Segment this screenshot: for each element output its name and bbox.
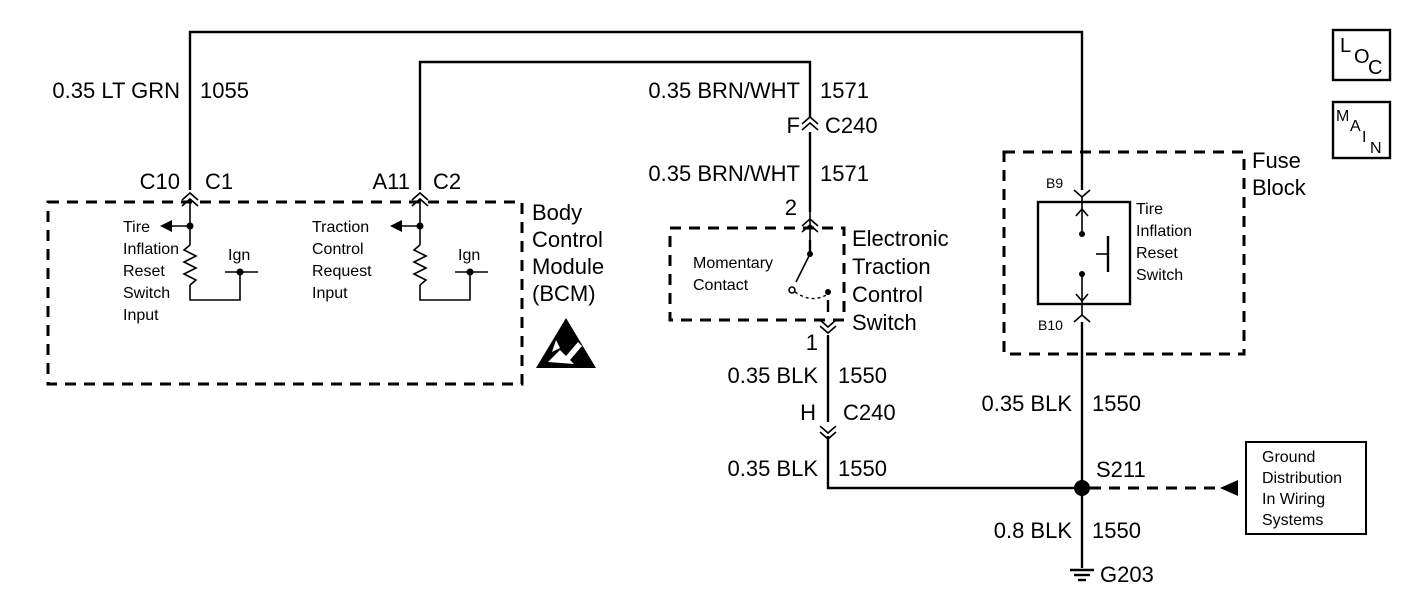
splice-s211 <box>1074 480 1090 496</box>
loc-icon: L O C <box>1331 28 1392 82</box>
c240-top-pin: F <box>787 113 800 138</box>
fuse-pin-b10: B10 <box>1038 317 1063 333</box>
fuse-block-title-1: Fuse <box>1252 148 1301 173</box>
ground-ref-3: In Wiring <box>1262 491 1325 508</box>
wire-1550-to-splice <box>826 436 1082 490</box>
bcm-input2-1: Traction <box>312 219 369 236</box>
bcm-title-4: (BCM) <box>532 281 596 306</box>
switch-pin-2: 2 <box>785 195 797 220</box>
wire-1550-bottom-gauge: 0.35 BLK <box>727 456 818 481</box>
bcm-labels: Body Control Module (BCM) Tire Inflation… <box>123 200 604 324</box>
splice-label: S211 <box>1096 457 1146 482</box>
wire-1550-fuse-gauge: 0.35 BLK <box>981 391 1072 416</box>
bcm-c2-pin: A11 <box>372 169 410 194</box>
ground-ref-4: Systems <box>1262 512 1323 529</box>
loc-c: C <box>1368 57 1382 79</box>
wire-1550-fuse-circuit: 1550 <box>1092 391 1141 416</box>
bcm-title-3: Module <box>532 254 604 279</box>
fuse-switch-4: Switch <box>1136 267 1183 284</box>
loc-l: L <box>1340 35 1351 57</box>
wire-1571-mid-circuit: 1571 <box>820 161 869 186</box>
c240-bottom-pin: H <box>800 400 816 425</box>
c240-bottom-name: C240 <box>843 400 896 425</box>
bcm-c2-name: C2 <box>433 169 461 194</box>
bcm-input1-3: Reset <box>123 263 165 280</box>
body-control-module <box>46 200 596 386</box>
wire-1550-ground-circuit: 1550 <box>1092 518 1141 543</box>
bcm-input1-2: Inflation <box>123 241 179 258</box>
bcm-title-2: Control <box>532 227 603 252</box>
fuse-switch-2: Inflation <box>1136 223 1192 240</box>
bcm-input1-1: Tire <box>123 219 150 236</box>
bcm-input1-4: Switch <box>123 285 170 302</box>
switch-contact-1: Momentary <box>693 255 773 272</box>
bcm-input2-3: Request <box>312 263 372 280</box>
wire-1055-circuit: 1055 <box>200 78 249 103</box>
main-icon: M A I N <box>1331 100 1392 160</box>
fuse-block-title-2: Block <box>1252 175 1307 200</box>
bcm-ign-1: Ign <box>228 247 250 264</box>
switch-title-2: Traction <box>852 254 931 279</box>
wire-1550-ground-gauge: 0.8 BLK <box>994 518 1073 543</box>
wire-1055-gauge: 0.35 LT GRN <box>52 78 180 103</box>
wire-1550-switch-circuit: 1550 <box>838 363 887 388</box>
switch-title-1: Electronic <box>852 226 949 251</box>
switch-contact-2: Contact <box>693 277 749 294</box>
wires <box>188 30 1084 568</box>
switch-labels: Electronic Traction Control Switch Momen… <box>693 226 949 335</box>
ground-label: G203 <box>1100 562 1154 587</box>
esd-warning-icon <box>536 318 596 368</box>
wire-1571 <box>418 60 812 190</box>
bcm-c1-name: C1 <box>205 169 233 194</box>
fuse-switch-3: Reset <box>1136 245 1178 262</box>
wire-labels: 0.35 LT GRN 1055 0.35 BRN/WHT 1571 0.35 … <box>52 78 1141 543</box>
main-m: M <box>1336 108 1349 125</box>
ground-ref-2: Distribution <box>1262 470 1342 487</box>
splice-ground-labels: S211 G203 Ground Distribution In Wiring … <box>1096 449 1342 587</box>
wire-1571-top-gauge: 0.35 BRN/WHT <box>648 78 800 103</box>
bcm-ign-2: Ign <box>458 247 480 264</box>
fuse-block-labels: Fuse Block Tire Inflation Reset Switch <box>1136 148 1307 284</box>
switch-title-3: Control <box>852 282 923 307</box>
main-a: A <box>1350 118 1361 135</box>
bcm-c1-pin: C10 <box>140 169 180 194</box>
connector-labels: F C240 H C240 C10 C1 A11 C2 2 1 B9 B10 <box>140 113 1064 425</box>
switch-title-4: Switch <box>852 310 917 335</box>
bcm-input2-2: Control <box>312 241 364 258</box>
main-n: N <box>1370 140 1382 157</box>
fuse-block <box>1002 150 1246 356</box>
traction-control-switch <box>668 226 846 322</box>
wire-1055 <box>188 30 1084 190</box>
ground-icon <box>1070 568 1094 582</box>
fuse-pin-b9: B9 <box>1046 175 1063 191</box>
splice-and-ground <box>1070 441 1367 582</box>
wire-1550-bottom-circuit: 1550 <box>838 456 887 481</box>
switch-pin-1: 1 <box>806 330 818 355</box>
bcm-input1-5: Input <box>123 307 159 324</box>
loc-o: O <box>1354 46 1370 68</box>
c240-top-name: C240 <box>825 113 878 138</box>
bcm-input2-4: Input <box>312 285 348 302</box>
wire-1571-mid-gauge: 0.35 BRN/WHT <box>648 161 800 186</box>
fuse-switch-1: Tire <box>1136 201 1163 218</box>
wire-1571-top-circuit: 1571 <box>820 78 869 103</box>
main-i: I <box>1362 129 1366 146</box>
bcm-title-1: Body <box>532 200 582 225</box>
ground-ref-1: Ground <box>1262 449 1315 466</box>
wire-1550-switch-gauge: 0.35 BLK <box>727 363 818 388</box>
